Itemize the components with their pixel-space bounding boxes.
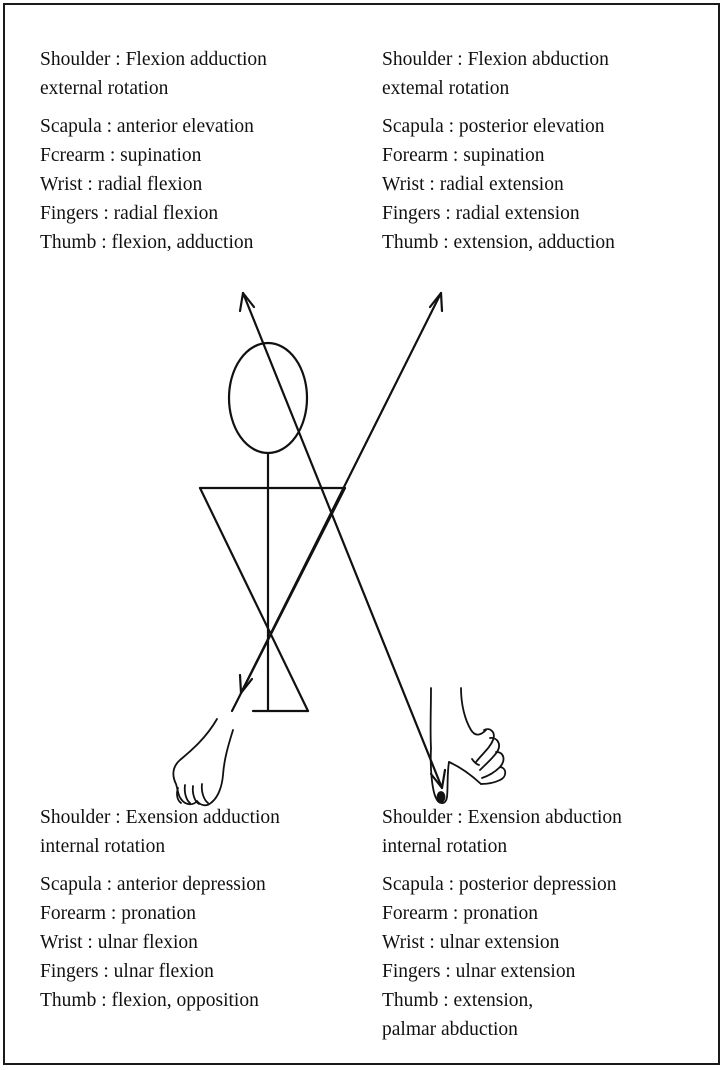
diagonal-arrow-1 xyxy=(243,293,442,788)
figure-head xyxy=(229,343,307,453)
left-hand-icon xyxy=(173,719,233,805)
diagonal-arrow-2 xyxy=(241,293,441,693)
figure-torso-left xyxy=(200,488,308,711)
